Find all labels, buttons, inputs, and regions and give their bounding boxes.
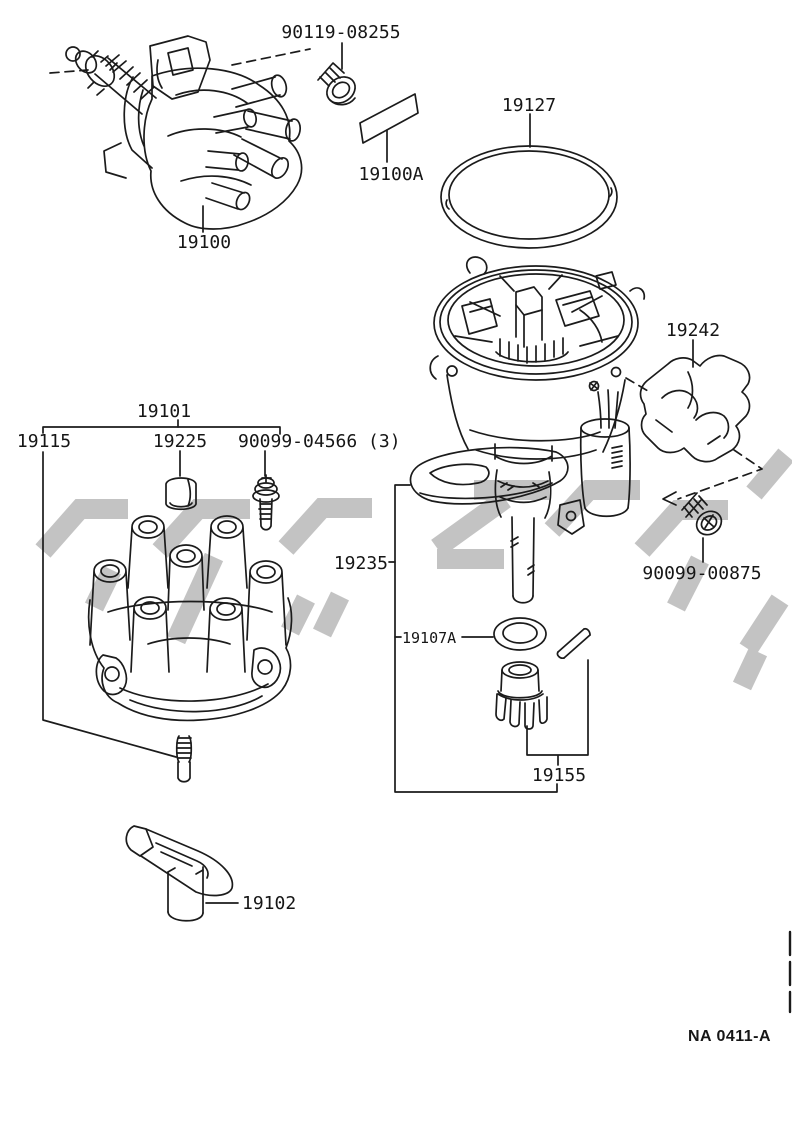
label-19155: 19155 bbox=[532, 765, 586, 786]
figure-code: NA 0411-A bbox=[688, 1028, 771, 1045]
label-19115: 19115 bbox=[17, 431, 71, 452]
label-19101: 19101 bbox=[137, 401, 191, 422]
small-oring-drawing bbox=[493, 617, 547, 651]
label-19107a: 19107A bbox=[402, 629, 456, 647]
label-19100: 19100 bbox=[177, 232, 231, 253]
cord-clamp-drawing bbox=[639, 354, 751, 463]
drive-gear-drawing bbox=[495, 661, 548, 730]
label-90099-04566: 90099-04566 (3) bbox=[238, 431, 401, 452]
cap-stud-drawing bbox=[175, 735, 193, 783]
clamp-leader-arrowhead bbox=[662, 491, 677, 506]
label-19127: 19127 bbox=[502, 95, 556, 116]
label-90119-08255: 90119-08255 bbox=[281, 22, 400, 43]
hold-down-bolt-dashed-leader bbox=[49, 48, 311, 74]
clamp-bolt-drawing bbox=[681, 492, 723, 536]
clamp-dashed-leaders bbox=[625, 377, 763, 500]
label-19225: 19225 bbox=[153, 431, 207, 452]
label-90099-00875: 90099-00875 bbox=[642, 563, 761, 584]
rotor-drawing bbox=[125, 825, 234, 922]
name-plate-drawing bbox=[359, 93, 419, 144]
label-19100a: 19100A bbox=[358, 164, 423, 185]
large-oring-drawing bbox=[440, 145, 618, 249]
watermark-logo bbox=[35, 448, 792, 691]
housing-assembly-drawing bbox=[409, 256, 646, 604]
distributor-cap-drawing bbox=[87, 515, 293, 722]
roll-pin-drawing bbox=[556, 627, 591, 659]
dust-cover-drawing bbox=[165, 477, 197, 511]
label-19102: 19102 bbox=[242, 893, 296, 914]
leader-lines bbox=[42, 42, 704, 904]
cap-screw-drawing bbox=[252, 474, 280, 531]
hold-down-bolt-drawing bbox=[317, 62, 356, 106]
distributor-assembly-drawing bbox=[65, 35, 303, 230]
label-19235: 19235 bbox=[334, 553, 388, 574]
label-19242: 19242 bbox=[666, 320, 720, 341]
